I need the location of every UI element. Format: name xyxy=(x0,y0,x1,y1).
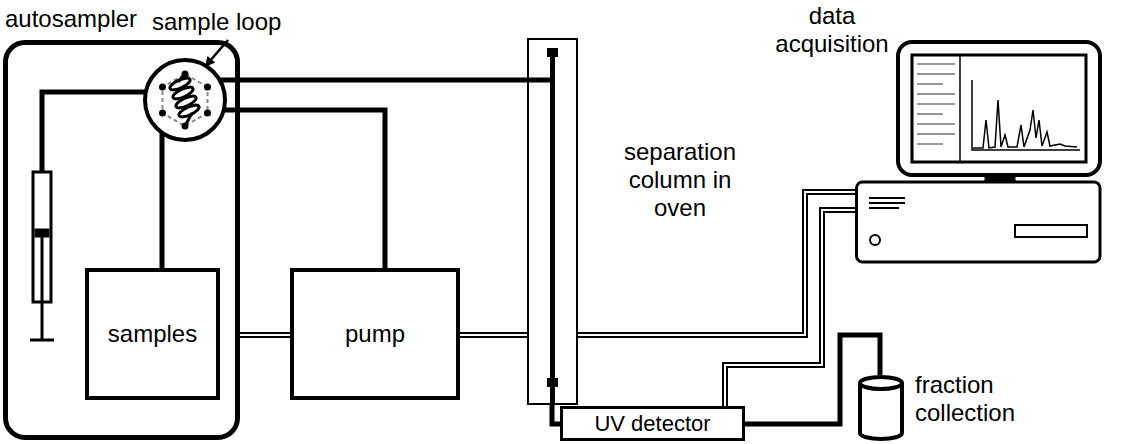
signal-cable xyxy=(578,192,855,335)
node-label: samples xyxy=(108,320,197,348)
node-label: autosampler xyxy=(5,5,175,33)
sample-tray: samples xyxy=(85,268,220,400)
node-label: UV detector xyxy=(594,411,710,437)
fluid-line xyxy=(552,405,560,424)
node-label: separation column in oven xyxy=(610,138,750,222)
signal-cable xyxy=(240,335,290,336)
node-label: fraction collection xyxy=(915,371,1035,427)
node-label: pump xyxy=(345,320,405,348)
separation-column: separation column in oven xyxy=(527,38,578,405)
autosampler-housing: autosamplersamples xyxy=(3,40,240,440)
callout-label: sample loop xyxy=(152,8,281,36)
column-outline xyxy=(527,38,578,405)
capillary-to-syringe xyxy=(42,92,146,172)
computer-outline xyxy=(855,40,1103,265)
capillary-from-pump xyxy=(223,110,385,268)
sample-needle xyxy=(160,132,165,268)
injection-valve xyxy=(145,60,225,140)
signal-cable xyxy=(460,335,527,336)
collection-vessel: fraction collection xyxy=(857,375,905,441)
signal-cable xyxy=(725,210,855,406)
pump-box: pump xyxy=(290,268,460,400)
detector-box: UV detector xyxy=(560,406,745,441)
syringe xyxy=(30,172,54,340)
node-label: data acquisition xyxy=(757,2,907,58)
capillary-to-column xyxy=(221,78,552,83)
cylinder-outline xyxy=(857,375,905,441)
computer: data acquisition xyxy=(855,40,1103,265)
